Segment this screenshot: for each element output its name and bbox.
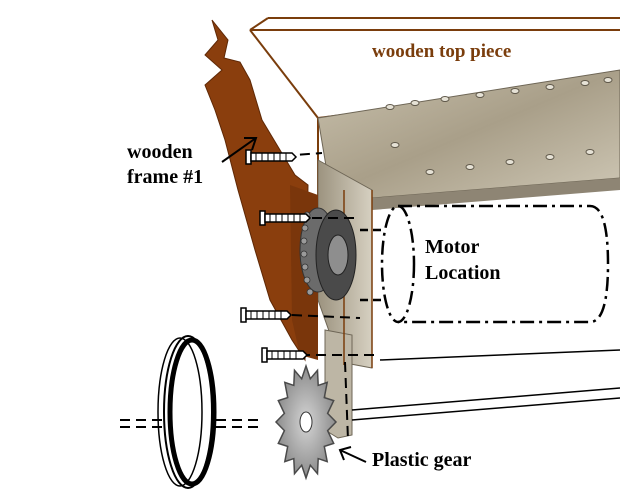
metal-top-plate — [317, 69, 620, 210]
wooden-frame — [204, 19, 318, 362]
wooden-frame-label-line1: wooden — [127, 141, 193, 163]
screw-1 — [245, 149, 298, 165]
screw-3 — [240, 307, 293, 323]
sprocket — [299, 207, 357, 301]
base-rails — [351, 349, 620, 421]
screw-2 — [259, 210, 312, 226]
gear-arrow — [338, 446, 367, 463]
wooden-top-piece-label: wooden top piece — [372, 41, 512, 62]
leader-arrows — [221, 137, 367, 463]
motor-label-line2: Location — [425, 262, 501, 284]
frame-arrow — [221, 137, 258, 163]
plastic-gear-label: Plastic gear — [372, 449, 472, 471]
motor-label-line1: Motor — [425, 236, 480, 258]
screws — [240, 149, 312, 363]
screw-4 — [261, 347, 309, 363]
plastic-gear — [274, 363, 338, 481]
wooden-frame-label-line2: frame #1 — [127, 166, 204, 188]
motor-location-outline — [360, 204, 610, 324]
wheel — [157, 335, 217, 489]
